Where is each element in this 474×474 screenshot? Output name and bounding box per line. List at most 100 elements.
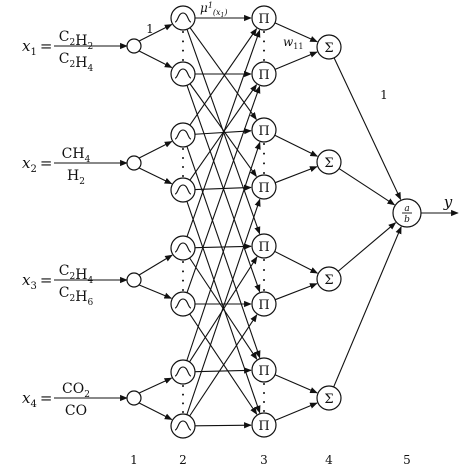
edge-l2-l3-23 [189,314,258,417]
dot [263,289,265,291]
edge-l2-l3-16 [186,85,261,293]
input-var-2: x2= [22,154,52,175]
product-symbol: Π [258,240,269,255]
layer-number-3: 3 [260,453,268,467]
dot [182,31,184,33]
edge-l3-l4-4-2 [274,402,318,421]
chem-subscript: 2 [70,60,76,70]
dot [263,259,265,261]
pi-dots-4 [263,383,265,412]
edge-l1-l2-1-1 [138,23,173,42]
product-symbol: Π [258,68,269,83]
gaussian-icon [174,298,192,309]
gaussian-icon [174,12,192,23]
var-sub: 1 [30,47,36,58]
pi-dots-1 [263,31,265,61]
product-node-1-1 [251,5,277,31]
product-symbol: Π [258,298,269,313]
dot [182,148,184,150]
sum-symbol: Σ [324,392,333,407]
sum-node-4 [316,385,342,411]
edge-l1-l2-4-1 [138,377,173,394]
dot [182,175,184,177]
chem-text: CH [62,146,85,162]
edge-l2-l3-14 [194,243,252,250]
dot [263,59,265,61]
div-denominator: b [404,215,410,225]
chem-subscript: 2 [70,38,76,48]
formula-numerator-1: C2H2 [59,29,93,52]
product-symbol: Π [258,419,269,434]
dot [182,393,184,396]
product-symbol: Π [258,181,269,196]
gaussian-icon [174,68,192,79]
chem-subscript: 2 [70,272,76,282]
chem-subscript: 6 [87,298,93,308]
product-symbol: Π [258,12,269,27]
chem-text: H [67,168,79,184]
edge-l4-l5-4 [333,226,402,388]
dot [182,40,184,43]
var-name: x [22,154,31,172]
chem-text: C [59,285,70,301]
weight-label: w11 [283,35,303,51]
chem-text: H [75,289,87,305]
sum-node-3 [316,266,342,292]
edge-l2-l3-7 [189,28,258,126]
formula-numerator-4: CO2 [62,381,90,400]
membership-node-1-1 [170,5,196,31]
edge-l4-l5-1 [333,57,402,201]
membership-node-2-1 [170,122,196,148]
equals-sign: = [40,154,53,172]
layer-number-2: 2 [179,453,187,467]
mf-dots-1 [182,31,184,61]
dot [182,289,184,291]
formula-numerator-3: C2H4 [59,263,94,286]
sum-node-1 [316,34,342,60]
equals-sign: = [40,389,53,407]
membership-node-4-2 [170,413,196,439]
chem-text: H [75,55,87,71]
dot [182,157,184,159]
mf-dots-3 [182,261,184,291]
product-node-1-2 [251,61,277,87]
sum-symbol: Σ [324,41,333,56]
edge-l3-l4-2-1 [274,134,319,157]
layer1-node-3 [126,272,142,288]
pi-dots-2 [263,143,265,174]
membership-node-3-1 [170,235,196,261]
dot [263,49,265,52]
formula-denominator-2: H2 [67,168,85,187]
equals-sign: = [40,37,53,55]
membership-label: μ1(x1) [200,1,228,19]
w-name: w [283,35,294,49]
chem-subscript: 4 [85,155,91,165]
chem-subscript: 2 [87,42,93,52]
edge-l2-l3-20 [189,256,258,363]
dot [182,59,184,61]
edge-l2-l3-11 [194,184,252,191]
membership-node-3-2 [170,291,196,317]
dot [263,410,265,412]
var-name: x [22,37,31,55]
edge-l3-l4-1-1 [274,22,318,43]
product-node-3-1 [251,233,277,259]
dot [263,392,265,394]
dot [263,279,265,281]
gaussian-icon [174,366,192,377]
chem-subscript: 2 [84,390,90,400]
weight-one-right: 1 [380,88,388,102]
layer-number-5: 5 [403,453,411,467]
gaussian-icon [174,242,192,253]
membership-part-4: ) [223,8,227,17]
layer1-node-4 [126,390,142,406]
formula-numerator-2: CH4 [62,146,91,165]
output-label: y [443,193,453,211]
edge-l1-l2-2-1 [138,140,173,159]
chem-subscript: 4 [87,64,93,74]
edge-l2-l3-13 [186,29,261,237]
dot [263,162,265,165]
edge-l2-l3-21 [194,367,252,374]
membership-node-2-2 [170,177,196,203]
